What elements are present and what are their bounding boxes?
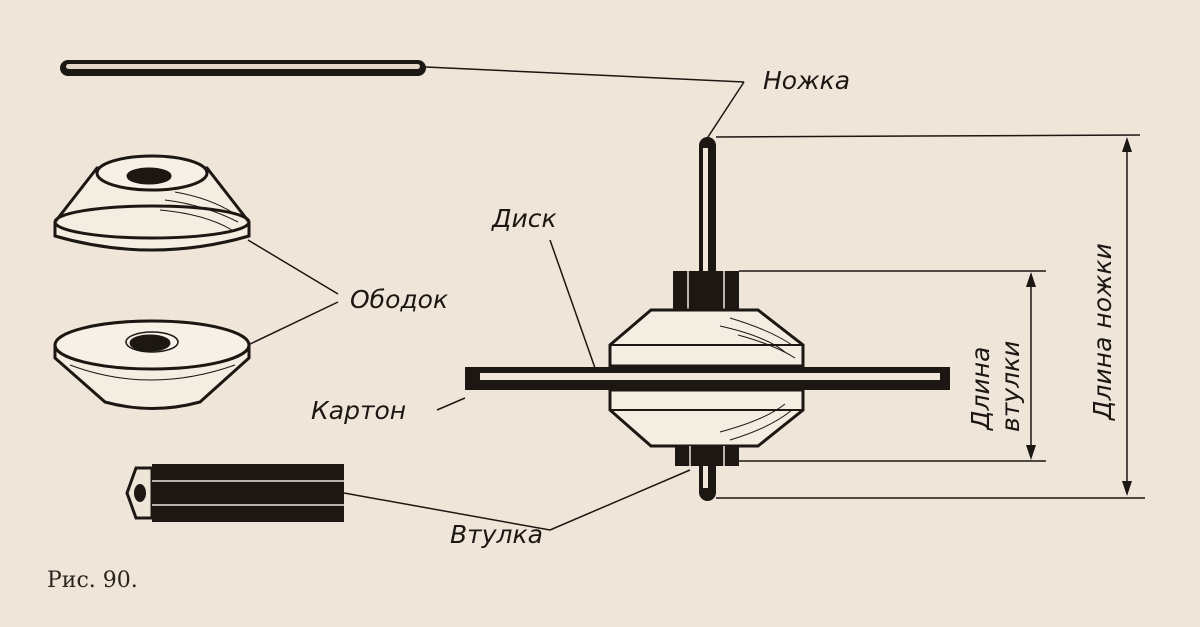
leg-rod: [60, 60, 426, 76]
label-disk: Диск: [492, 204, 557, 233]
assembled-bushing-bottom: [675, 446, 739, 466]
assembled-bushing-top: [673, 271, 739, 311]
assembled-rim-top: [608, 308, 805, 368]
dimension-lines: [715, 134, 1145, 499]
dimension-arrows: [1026, 137, 1132, 496]
label-leg-length: Длина ножки: [1088, 243, 1117, 420]
label-leg: Ножка: [763, 66, 851, 95]
label-bushing: Втулка: [450, 520, 543, 549]
label-bushing-length-line2: втулки: [996, 340, 1025, 432]
label-cardboard: Картон: [311, 396, 407, 425]
rim-lower: [53, 319, 251, 410]
bushing-part: [125, 464, 344, 522]
figure-caption: Рис. 90.: [47, 568, 138, 593]
label-bushing-length-line1: Длина: [966, 346, 995, 430]
label-rim: Ободок: [350, 285, 449, 314]
rim-upper: [53, 154, 251, 252]
leader-lines: [247, 66, 745, 531]
assembled-rim-bottom: [608, 388, 805, 448]
assembled-disk: [465, 367, 950, 390]
